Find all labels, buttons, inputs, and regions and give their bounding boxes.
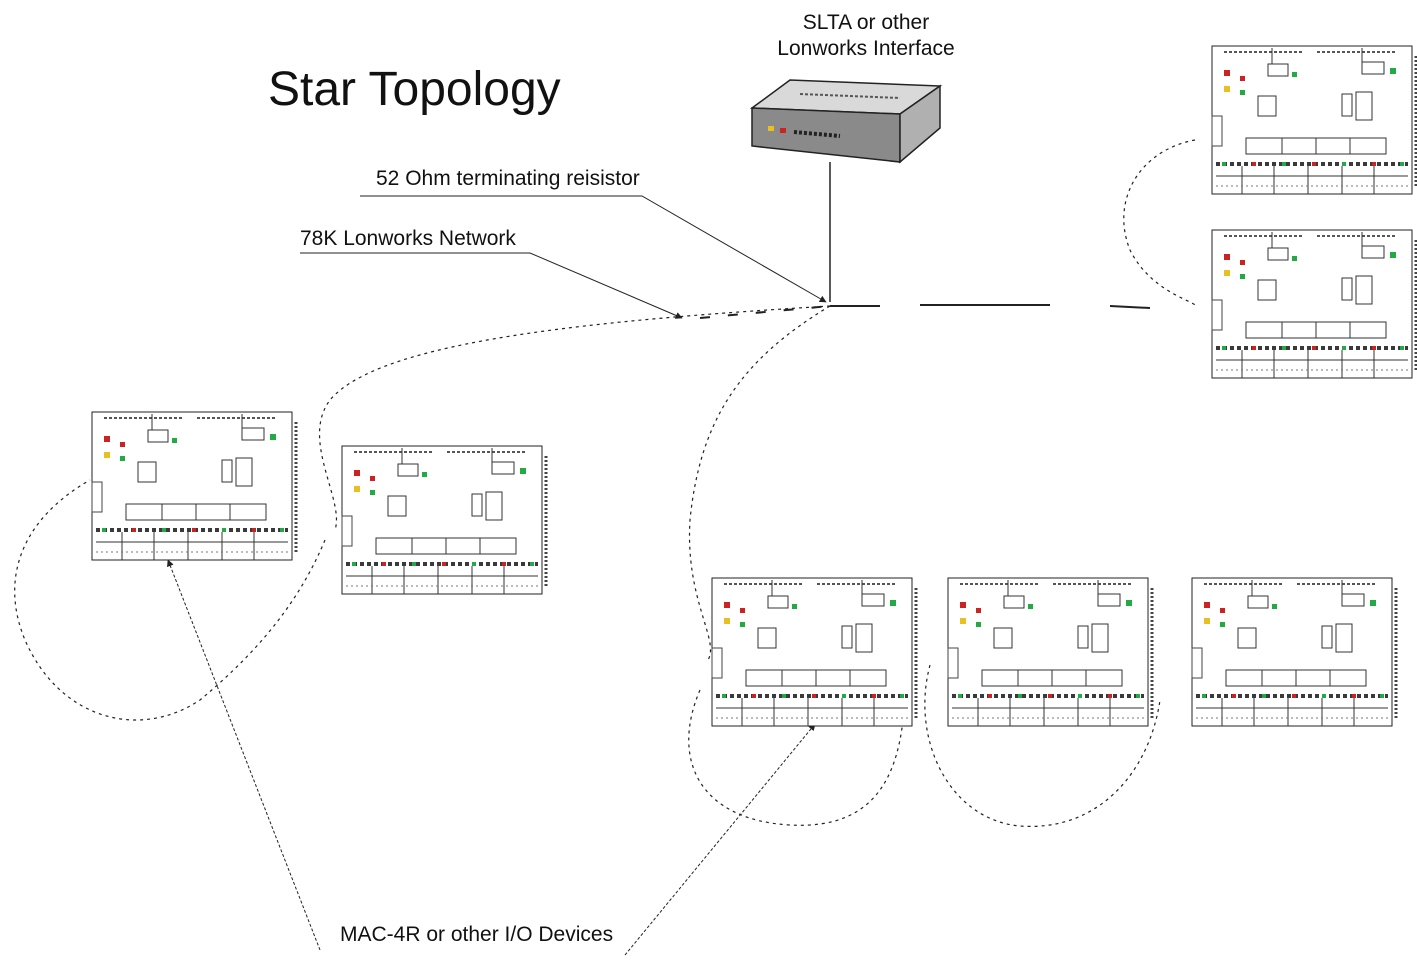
devices-label: MAC-4R or other I/O Devices [340,923,614,946]
io-device-board [710,576,918,728]
network-main-line [699,304,1151,319]
io-device-board [1210,44,1417,196]
devices-leader-line-right [624,723,816,956]
resistor-leader-line [360,195,827,303]
interface-label-line2: Lonworks Interface [777,37,955,60]
io-device-board [340,444,548,596]
network-leader-line [300,252,683,319]
io-device-board [90,410,298,562]
resistor-label: 52 Ohm terminating reisistor [376,167,640,190]
interface-label: SLTA or other Lonworks Interface [756,10,976,62]
slta-interface-icon [749,79,943,164]
io-device-board [1190,576,1398,728]
io-device-board [946,576,1154,728]
network-label: 78K Lonworks Network [300,227,516,250]
interface-label-line1: SLTA or other [802,11,930,34]
io-device-board [1210,228,1417,380]
diagram-title: Star Topology [268,63,561,116]
network-cables [14,139,1196,827]
devices-leader-line-left [167,559,321,951]
